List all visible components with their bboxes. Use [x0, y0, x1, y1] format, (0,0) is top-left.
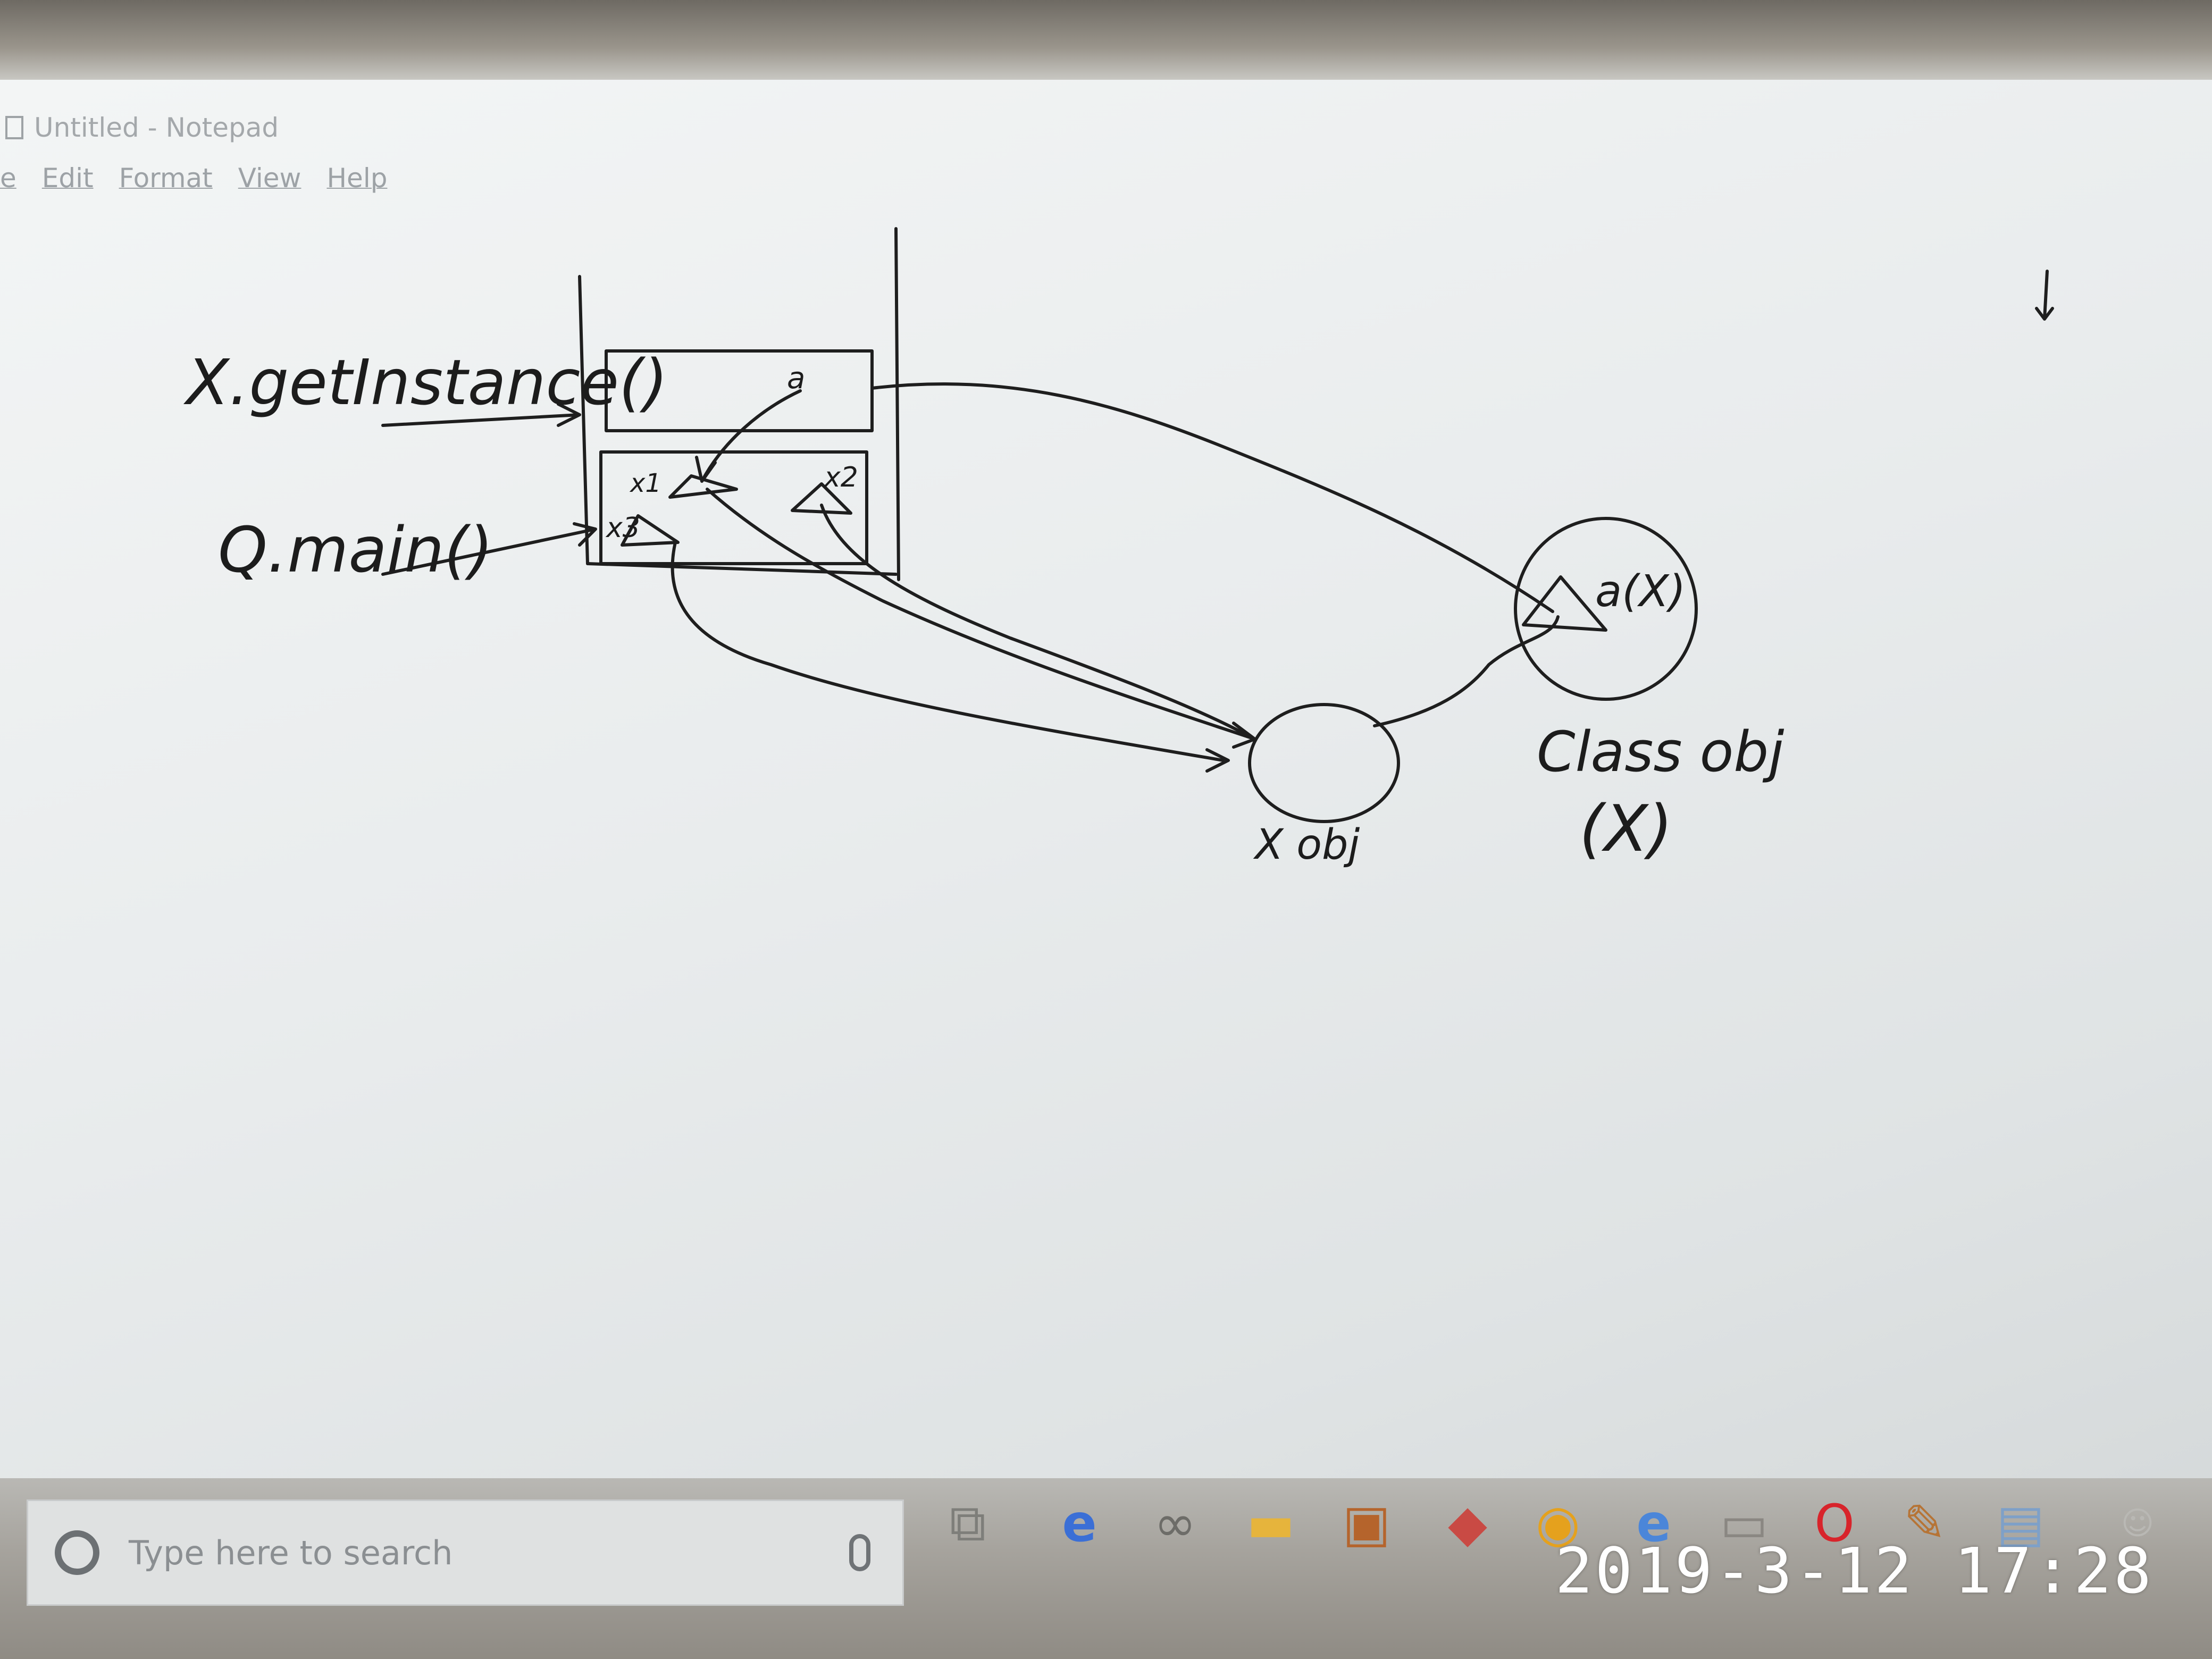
- ref-triangle-class: [1522, 575, 1607, 632]
- label-x-obj: X obj: [1253, 821, 1360, 869]
- label-a: a: [787, 361, 805, 396]
- link-xobj-class: [1373, 615, 1560, 727]
- microphone-icon[interactable]: [849, 1534, 870, 1571]
- label-class-field: a(X): [1595, 566, 1686, 617]
- menu-help[interactable]: Help: [326, 163, 388, 194]
- stack-bottom-line: [586, 562, 898, 576]
- file-explorer-icon[interactable]: ▬: [1246, 1494, 1295, 1553]
- menu-bar: e Edit Format View Help: [0, 152, 387, 205]
- edge-icon[interactable]: e: [1062, 1494, 1097, 1553]
- store-icon[interactable]: ▣: [1342, 1494, 1391, 1553]
- label-x3: x3: [605, 512, 640, 544]
- taskbar-search-box[interactable]: Type here to search: [27, 1499, 904, 1606]
- ref-triangle-x2: [791, 482, 852, 515]
- app-icon[interactable]: ◆: [1448, 1494, 1487, 1553]
- arrow-get-instance: [381, 403, 581, 427]
- notepad-titlebar[interactable]: Untitled - Notepad: [0, 98, 750, 157]
- opera-icon[interactable]: O: [1814, 1494, 1855, 1553]
- label-x2: x2: [823, 462, 858, 493]
- window-icon[interactable]: ▭: [1720, 1494, 1769, 1553]
- label-class-type: (X): [1579, 792, 1673, 866]
- notepad-icon: [5, 116, 23, 139]
- ref-line-x3: [671, 541, 1225, 762]
- x-obj-circle: [1248, 703, 1400, 823]
- label-main: Q.main(): [218, 513, 493, 586]
- task-view-icon[interactable]: ⧉: [949, 1493, 986, 1553]
- whiteboard-frame: [0, 0, 2212, 80]
- stack-right-line: [894, 227, 900, 581]
- ref-line-x1: [706, 488, 1256, 741]
- ref-line-a-class: [870, 382, 1554, 613]
- arrow-main: [381, 522, 597, 576]
- arrow-a-to-x1: [695, 389, 802, 483]
- ref-triangle-x1: [668, 474, 738, 499]
- class-obj-circle: [1514, 517, 1698, 701]
- chrome-icon[interactable]: ◉: [1536, 1494, 1580, 1553]
- tool-icon[interactable]: ✎: [1903, 1494, 1947, 1553]
- frame-main-box: [599, 450, 868, 565]
- label-x1: x1: [629, 468, 661, 498]
- menu-format[interactable]: Format: [119, 163, 213, 194]
- search-placeholder: Type here to search: [129, 1533, 453, 1572]
- internet-explorer-icon[interactable]: e: [1636, 1494, 1671, 1553]
- menu-view[interactable]: View: [238, 163, 301, 194]
- menu-file[interactable]: e: [0, 163, 16, 194]
- stack-left-line: [578, 275, 589, 565]
- window-title: Untitled - Notepad: [34, 112, 279, 143]
- ref-triangle-x3: [621, 514, 680, 547]
- label-get-instance: X.getInstance(): [183, 346, 668, 419]
- menu-edit[interactable]: Edit: [41, 163, 94, 194]
- cortana-icon[interactable]: [55, 1530, 99, 1575]
- notepad-taskbar-icon[interactable]: ▤: [1996, 1494, 2045, 1553]
- infinity-icon[interactable]: ∞: [1154, 1494, 1196, 1553]
- stray-arrow: [2035, 270, 2054, 321]
- label-class-obj: Class obj: [1537, 719, 1784, 784]
- people-icon[interactable]: ☺: [2121, 1505, 2155, 1542]
- ref-line-x2: [820, 504, 1251, 738]
- photo-timestamp: 2019-3-12 17:28: [1555, 1534, 2154, 1607]
